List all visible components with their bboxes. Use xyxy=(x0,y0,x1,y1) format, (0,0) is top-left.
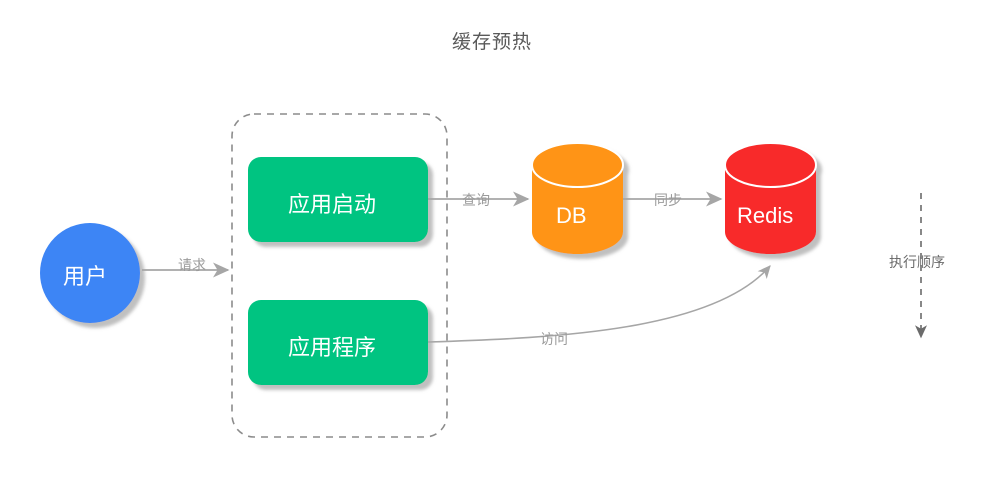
edge-label-query: 查询 xyxy=(462,192,490,208)
legend-execution-order-label: 执行顺序 xyxy=(889,254,945,270)
node-app-startup[interactable] xyxy=(248,157,428,242)
app-boundary-group xyxy=(231,113,448,438)
diagram-title: 缓存预热 xyxy=(451,32,532,53)
node-user[interactable] xyxy=(40,223,140,323)
node-app-program[interactable] xyxy=(248,300,428,385)
node-db[interactable] xyxy=(531,142,624,255)
edge-label-sync: 同步 xyxy=(654,192,682,208)
edge-label-request: 请求 xyxy=(178,257,206,273)
edge-label-access: 访问 xyxy=(540,331,568,347)
edge-program-to-redis xyxy=(427,265,771,343)
node-redis[interactable] xyxy=(724,142,817,255)
